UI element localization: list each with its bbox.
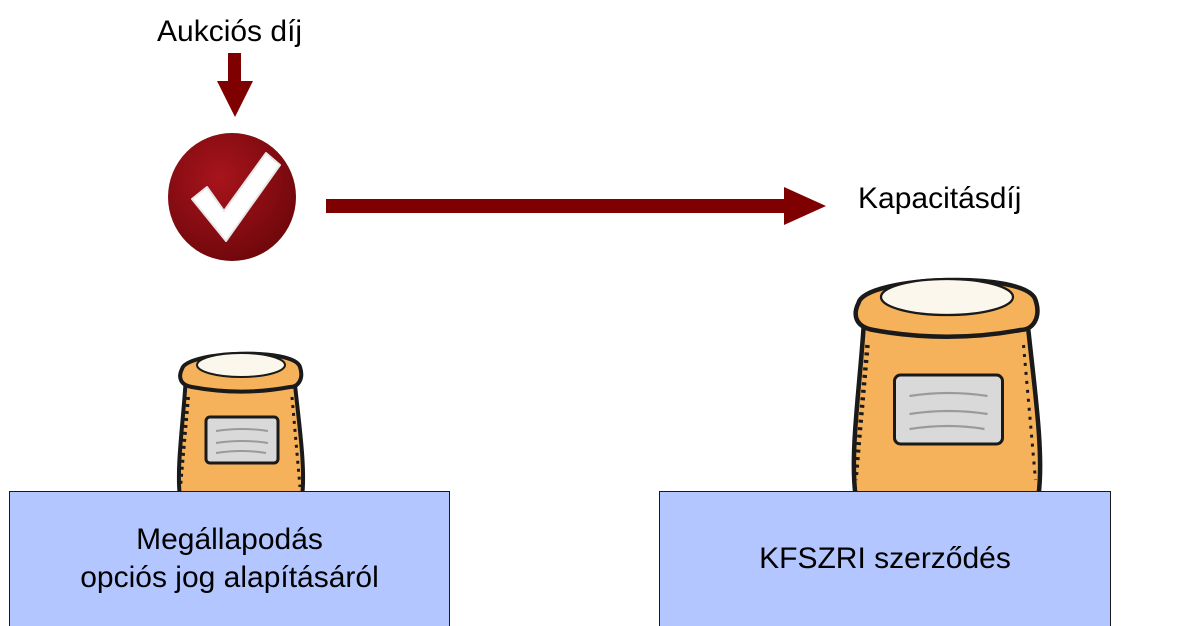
option-agreement-box: Megállapodás opciós jog alapításáról	[9, 491, 450, 626]
check-badge-icon	[164, 129, 300, 265]
auction-fee-label: Aukciós díj	[157, 15, 303, 48]
sack-icon	[851, 277, 1043, 509]
capacity-fee-label: Kapacitásdíj	[858, 182, 1022, 215]
sack-icon	[176, 351, 306, 507]
option-agreement-text: Megállapodás opciós jog alapításáról	[80, 521, 379, 597]
option-agreement-line: opciós jog alapításáról	[80, 561, 379, 594]
down-arrow	[217, 53, 253, 117]
kfszri-contract-box: KFSZRI szerződés	[659, 491, 1111, 626]
option-agreement-line: Megállapodás	[136, 523, 323, 556]
right-arrow	[326, 187, 826, 225]
kfszri-contract-text: KFSZRI szerződés	[759, 542, 1011, 575]
